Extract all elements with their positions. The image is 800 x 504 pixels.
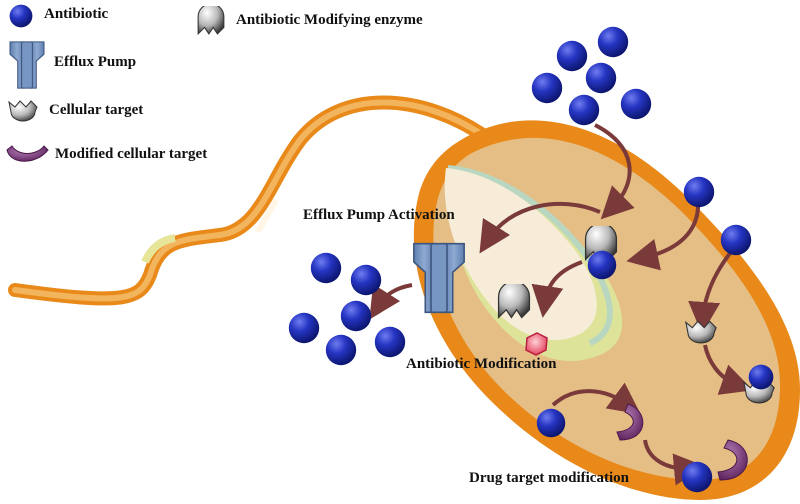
- antibiotic-icon: [374, 326, 406, 358]
- drug-target-modification-label: Drug target modification: [469, 470, 629, 486]
- arrow-to-modified: [551, 382, 641, 415]
- arrow-efflux: [369, 283, 413, 320]
- legend-modified-target-label: Modified cellular target: [55, 146, 208, 162]
- modified-target-icon: [616, 403, 644, 441]
- antibiotic-icon: [531, 72, 563, 104]
- teal-band: [447, 165, 613, 346]
- antibiotic-icon: [536, 408, 566, 438]
- antibiotic-icon: [556, 40, 588, 72]
- arrow-to-inner: [626, 199, 701, 271]
- legend: [6, 4, 225, 162]
- legend-cellular-target-label: Cellular target: [49, 102, 144, 118]
- antibiotic-modification-label: Antibiotic Modification: [406, 356, 557, 372]
- antibiotic-icon: [585, 62, 617, 94]
- antibiotic-icon: [620, 88, 652, 120]
- antibiotic-legend-icon: [9, 4, 33, 28]
- antibiotic-cluster-expelled: [288, 252, 406, 366]
- arrow-modified-down: [643, 439, 706, 486]
- arrow-target-down: [703, 344, 754, 395]
- modified-antibiotic-icon: [525, 332, 548, 356]
- antibiotic-icon: [748, 364, 774, 390]
- flagellum: [8, 95, 497, 306]
- antibiotic-icon: [350, 264, 382, 296]
- modified-target-icon: [717, 439, 748, 481]
- legend-efflux-pump-label: Efflux Pump: [54, 54, 137, 70]
- legend-antibiotic-label: Antibiotic: [44, 6, 109, 22]
- cellular-target-legend-icon: [8, 100, 38, 122]
- arrow-to-enzyme: [531, 260, 583, 318]
- antibiotic-icon: [720, 224, 752, 256]
- antibiotic-cluster-top: [531, 26, 652, 126]
- antibiotic-icon: [568, 94, 600, 126]
- modified-target-legend-icon: [6, 145, 49, 162]
- antibiotic-icon: [681, 461, 713, 493]
- arrow-to-pump: [479, 201, 601, 254]
- antibiotic-icon: [587, 250, 617, 280]
- bacterium-cell: [413, 120, 800, 500]
- antibiotic-icon: [683, 176, 715, 208]
- antibiotic-modifying-enzyme-icon: [497, 284, 531, 319]
- antibiotic-icon: [310, 252, 342, 284]
- enzyme-legend-icon: [197, 6, 225, 35]
- antibiotic-icon: [340, 300, 372, 332]
- efflux-activation-label: Efflux Pump Activation: [303, 207, 455, 223]
- arrow-entry: [594, 123, 635, 220]
- antibiotic-icon: [325, 334, 357, 366]
- efflux-pump-legend-icon: [9, 41, 45, 89]
- legend-enzyme-label: Antibiotic Modifying enzyme: [236, 12, 423, 28]
- arrows: [369, 123, 754, 486]
- antibiotic-icon: [288, 312, 320, 344]
- antibiotic-icon: [597, 26, 629, 58]
